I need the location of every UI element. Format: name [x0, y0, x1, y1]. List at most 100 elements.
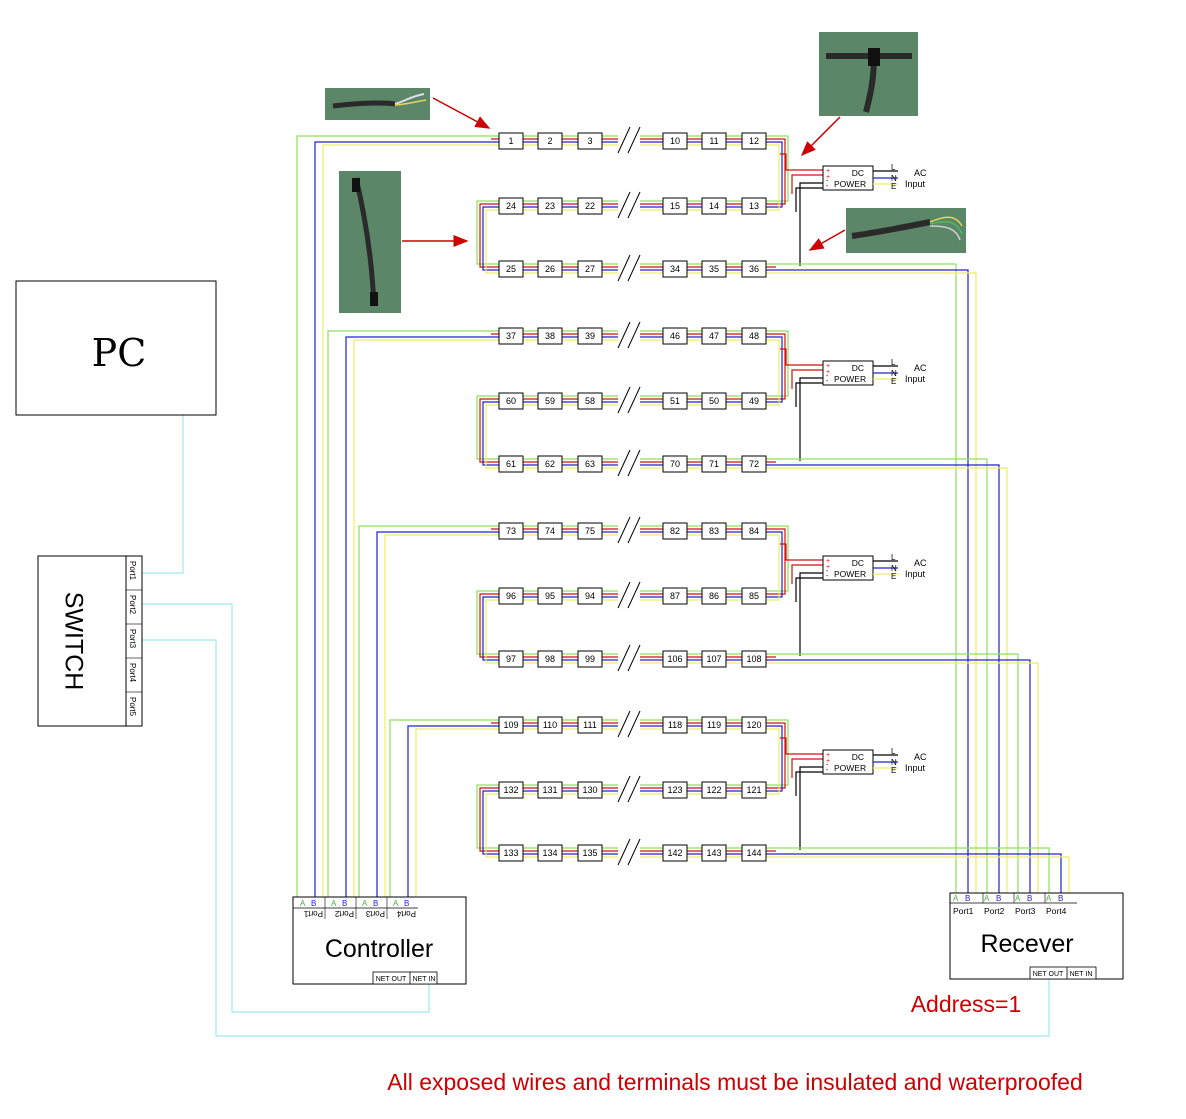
- receiver-net-out[interactable]: NET OUT: [1033, 971, 1064, 978]
- network-cable-receiver: [142, 639, 1050, 1037]
- pixel-node[interactable]: 111: [577, 716, 603, 734]
- pixel-node[interactable]: 106: [662, 650, 688, 668]
- pixel-node[interactable]: 98: [537, 650, 563, 668]
- pixel-node[interactable]: 51: [662, 392, 688, 410]
- pixel-node[interactable]: 37: [498, 327, 524, 345]
- pixel-node[interactable]: 97: [498, 650, 524, 668]
- pixel-node[interactable]: 35: [701, 260, 727, 278]
- pixel-node[interactable]: 27: [577, 260, 603, 278]
- pixel-node[interactable]: 120: [741, 716, 767, 734]
- pixel-node[interactable]: 22: [577, 197, 603, 215]
- pixel-node[interactable]: 135: [577, 844, 603, 862]
- pixel-node[interactable]: 108: [741, 650, 767, 668]
- pixel-node[interactable]: 130: [577, 781, 603, 799]
- switch-port-label[interactable]: Port5: [128, 697, 137, 717]
- pixel-node[interactable]: 2: [537, 132, 563, 150]
- pixel-node[interactable]: 143: [701, 844, 727, 862]
- pixel-node[interactable]: 50: [701, 392, 727, 410]
- pixel-node[interactable]: 84: [741, 522, 767, 540]
- pixel-node[interactable]: 14: [701, 197, 727, 215]
- switch-port-label[interactable]: Port1: [128, 561, 137, 581]
- pixel-node[interactable]: 46: [662, 327, 688, 345]
- pixel-node[interactable]: 36: [741, 260, 767, 278]
- pixel-node[interactable]: 23: [537, 197, 563, 215]
- pixel-node[interactable]: 72: [741, 455, 767, 473]
- switch-port-label[interactable]: Port2: [128, 595, 137, 615]
- pixel-node[interactable]: 60: [498, 392, 524, 410]
- pixel-node[interactable]: 34: [662, 260, 688, 278]
- receiver-port-label[interactable]: Port3: [1015, 906, 1036, 916]
- pixel-node[interactable]: 109: [498, 716, 524, 734]
- pixel-node[interactable]: 94: [577, 587, 603, 605]
- pixel-node[interactable]: 99: [577, 650, 603, 668]
- pixel-node[interactable]: 122: [701, 781, 727, 799]
- pixel-node[interactable]: 47: [701, 327, 727, 345]
- controller-net-in[interactable]: NET IN: [413, 976, 436, 983]
- controller-port-label[interactable]: Port2: [334, 909, 354, 918]
- pixel-node[interactable]: 107: [701, 650, 727, 668]
- pixel-node[interactable]: 110: [537, 716, 563, 734]
- controller-port-label[interactable]: Port4: [396, 909, 416, 918]
- pixel-node[interactable]: 96: [498, 587, 524, 605]
- pixel-node[interactable]: 70: [662, 455, 688, 473]
- pixel-node[interactable]: 132: [498, 781, 524, 799]
- pixel-node[interactable]: 134: [537, 844, 563, 862]
- controller-net-out[interactable]: NET OUT: [376, 976, 407, 983]
- pixel-node[interactable]: 118: [662, 716, 688, 734]
- controller-pin-a: A: [362, 899, 368, 908]
- pixel-node[interactable]: 85: [741, 587, 767, 605]
- pixel-node[interactable]: 133: [498, 844, 524, 862]
- switch-port-label[interactable]: Port4: [128, 663, 137, 683]
- pixel-node[interactable]: 61: [498, 455, 524, 473]
- pixel-node[interactable]: 131: [537, 781, 563, 799]
- pixel-node[interactable]: 119: [701, 716, 727, 734]
- pixel-node[interactable]: 144: [741, 844, 767, 862]
- receiver-port-label[interactable]: Port2: [984, 906, 1005, 916]
- pixel-node[interactable]: 74: [537, 522, 563, 540]
- pixel-node[interactable]: 11: [701, 132, 727, 150]
- pixel-node[interactable]: 59: [537, 392, 563, 410]
- pixel-node[interactable]: 63: [577, 455, 603, 473]
- pixel-node[interactable]: 10: [662, 132, 688, 150]
- pixel-node[interactable]: 25: [498, 260, 524, 278]
- pixel-node[interactable]: 73: [498, 522, 524, 540]
- pixel-node[interactable]: 12: [741, 132, 767, 150]
- pixel-node[interactable]: 75: [577, 522, 603, 540]
- pixel-node[interactable]: 58: [577, 392, 603, 410]
- pixel-node[interactable]: 24: [498, 197, 524, 215]
- pixel-node[interactable]: 48: [741, 327, 767, 345]
- wire: [482, 401, 491, 466]
- pixel-node[interactable]: 1: [498, 132, 524, 150]
- pixel-node[interactable]: 13: [741, 197, 767, 215]
- controller-port-label[interactable]: Port1: [303, 909, 323, 918]
- pixel-node[interactable]: 121: [741, 781, 767, 799]
- pixel-node[interactable]: 3: [577, 132, 603, 150]
- receiver-port-label[interactable]: Port1: [953, 906, 974, 916]
- pixel-node[interactable]: 38: [537, 327, 563, 345]
- pixel-node[interactable]: 87: [662, 587, 688, 605]
- controller-port-label[interactable]: Port3: [365, 909, 385, 918]
- pixel-node[interactable]: 15: [662, 197, 688, 215]
- pixel-node[interactable]: 86: [701, 587, 727, 605]
- pixel-node[interactable]: 39: [577, 327, 603, 345]
- pixel-node[interactable]: 26: [537, 260, 563, 278]
- pc-box[interactable]: PC: [15, 280, 217, 416]
- pixel-node[interactable]: 142: [662, 844, 688, 862]
- pixel-node[interactable]: 82: [662, 522, 688, 540]
- receiver-port-label[interactable]: Port4: [1046, 906, 1067, 916]
- pixel-node[interactable]: 62: [537, 455, 563, 473]
- receiver-net-in[interactable]: NET IN: [1070, 971, 1093, 978]
- pixel-node[interactable]: 123: [662, 781, 688, 799]
- switch-port-label[interactable]: Port3: [128, 629, 137, 649]
- pixel-node[interactable]: 83: [701, 522, 727, 540]
- pixel-node[interactable]: 49: [741, 392, 767, 410]
- pixel-node[interactable]: 71: [701, 455, 727, 473]
- pixel-node[interactable]: 95: [537, 587, 563, 605]
